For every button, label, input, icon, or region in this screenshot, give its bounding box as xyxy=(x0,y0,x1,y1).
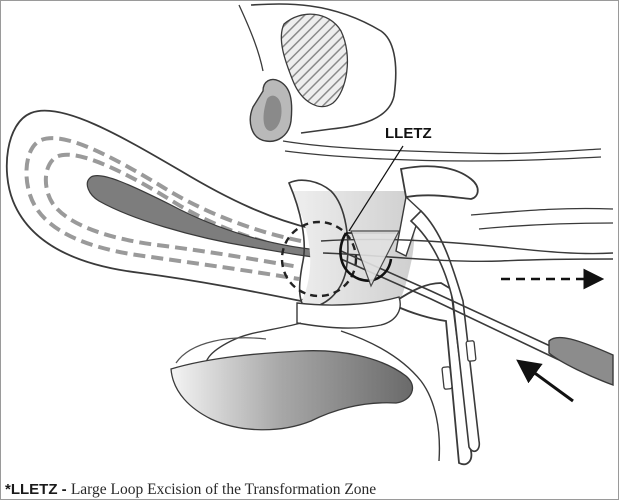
right-tissue-line-2 xyxy=(479,223,613,229)
figure-caption: *LLETZ - Large Loop Excision of the Tran… xyxy=(5,481,376,499)
speculum-screw xyxy=(442,367,452,390)
speculum-screw-2 xyxy=(466,341,476,362)
caption-definition: Large Loop Excision of the Transformatio… xyxy=(71,481,376,498)
speculum-handle xyxy=(411,211,479,451)
urethra-line xyxy=(283,141,601,154)
rectum xyxy=(171,351,413,430)
caption-term: *LLETZ - xyxy=(5,481,71,498)
peritoneum-line xyxy=(239,5,263,71)
speculum-upper-blade xyxy=(401,166,478,199)
pubic-bone xyxy=(281,14,347,106)
electrode-handle xyxy=(549,337,613,385)
callout-label: LLETZ xyxy=(385,125,432,142)
right-tissue-line xyxy=(471,208,613,215)
solid-arrow xyxy=(521,363,573,401)
label-box-left xyxy=(3,3,33,37)
